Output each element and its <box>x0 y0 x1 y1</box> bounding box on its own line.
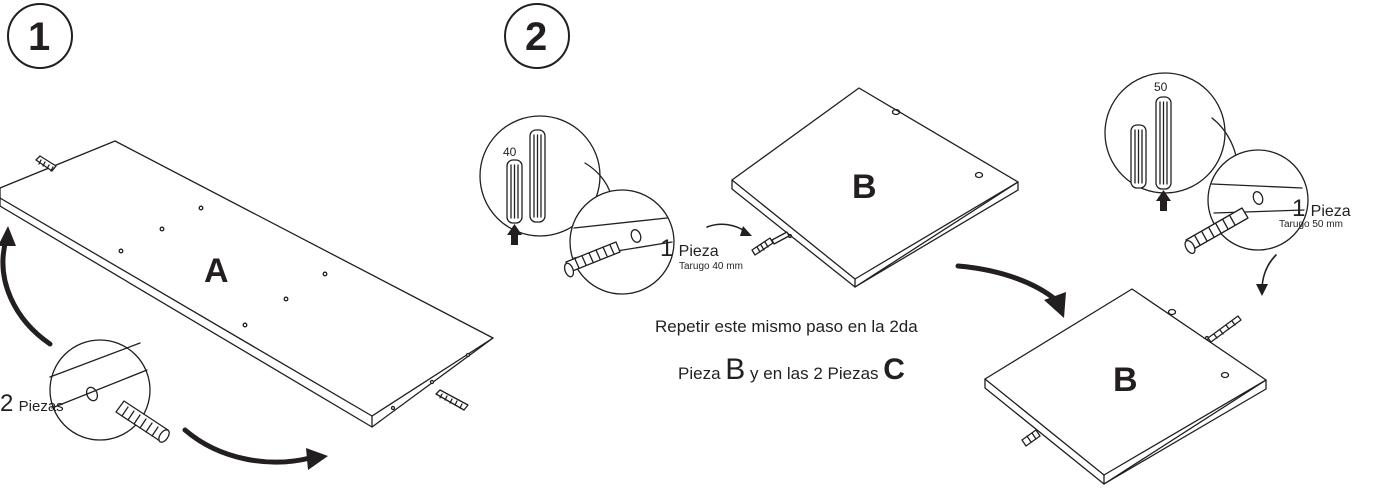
dowel-icon <box>35 155 57 172</box>
board-b-bottom <box>984 288 1267 485</box>
arrow-icon <box>706 223 752 236</box>
magnifier-detail <box>49 339 170 443</box>
flip-arrow-icon <box>182 427 328 470</box>
board-a <box>0 140 494 428</box>
note-piece-b: B <box>725 353 746 386</box>
quantity-unit: Pieza <box>678 243 719 260</box>
dowel-size-50: 50 <box>1154 80 1168 94</box>
repeat-note-line1: Repetir este mismo paso en la 2da <box>655 317 918 336</box>
dowel-icon <box>751 231 790 256</box>
repeat-note-line2: Pieza B y en las 2 Piezas C <box>678 355 905 385</box>
magnifier-detail <box>1184 149 1309 255</box>
dowel-spec-40: Tarugo 40 mm <box>679 261 743 272</box>
arrow-icon <box>1256 254 1277 296</box>
note-piece-c: C <box>883 353 905 386</box>
quantity-label-40: 1 Pieza <box>660 237 719 261</box>
note-text: Pieza <box>678 364 721 383</box>
quantity-count: 2 <box>0 390 14 417</box>
flip-arrow-icon <box>0 226 53 347</box>
quantity-count: 1 <box>1292 195 1306 222</box>
dowel-size-detail-50 <box>1104 72 1237 211</box>
step-number-1: 1 <box>28 15 51 59</box>
dowel-icon <box>1207 315 1242 343</box>
dowel-size-40: 40 <box>503 145 517 159</box>
dowel-icon <box>1021 429 1041 447</box>
step-number-2: 2 <box>525 15 548 59</box>
quantity-label-50: 1 Pieza <box>1292 197 1351 221</box>
flip-arrow-icon <box>955 263 1066 318</box>
dowel-spec-50: Tarugo 50 mm <box>1279 219 1343 230</box>
quantity-unit: Pieza <box>1310 203 1351 220</box>
arrow-up-icon <box>1156 190 1171 211</box>
piece-label-b-bottom: B <box>1113 361 1138 399</box>
dowel-size-detail-40 <box>479 115 613 245</box>
note-text: y en las 2 Piezas <box>750 364 879 383</box>
magnifier-detail <box>563 189 675 295</box>
step2-circle <box>504 3 570 69</box>
piece-label-a: A <box>204 252 229 290</box>
step1-circle <box>7 3 73 69</box>
piece-label-b-top: B <box>852 168 877 206</box>
quantity-unit: Piezas <box>18 398 64 415</box>
arrow-up-icon <box>507 224 522 245</box>
dowel-icon <box>435 389 469 411</box>
quantity-count: 1 <box>660 235 674 262</box>
board-b-top <box>731 87 1019 288</box>
quantity-label-step1: 2 Piezas <box>0 392 64 416</box>
